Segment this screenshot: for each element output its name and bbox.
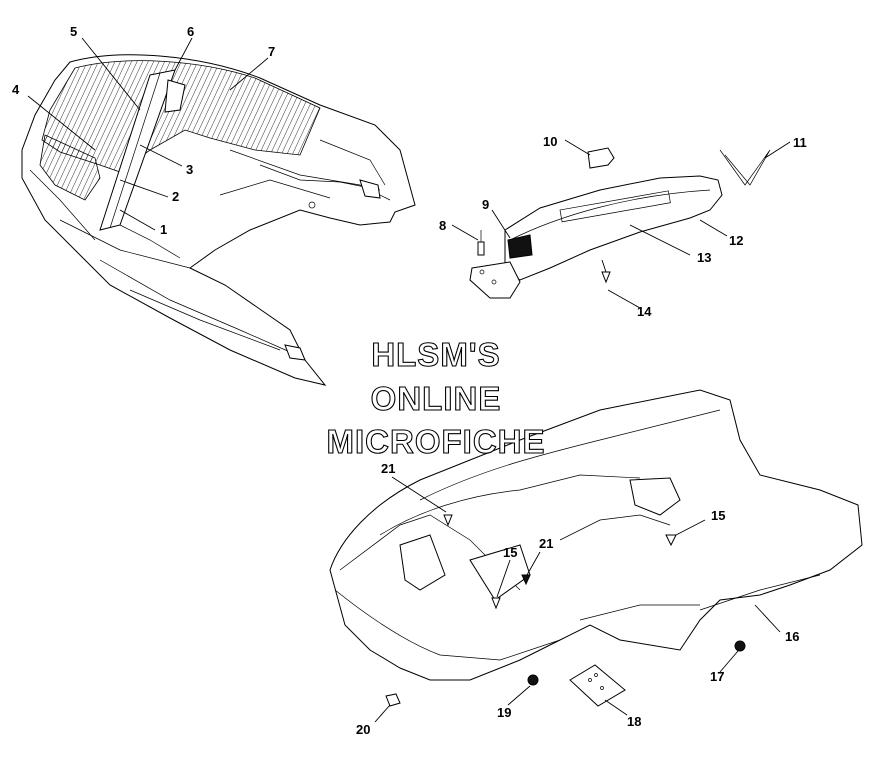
watermark-line-1: HLSM'S (371, 336, 500, 373)
leader-lines (27, 37, 791, 723)
callout-21a: 21 (381, 461, 395, 476)
callout-13: 13 (697, 250, 711, 265)
callout-6: 6 (187, 24, 194, 39)
trim-panel-assembly (469, 147, 771, 299)
callout-17: 17 (710, 669, 724, 684)
watermark-line-3: MICROFICHE (327, 423, 546, 460)
callout-5: 5 (70, 24, 77, 39)
callout-labels: 1 2 3 4 5 6 7 8 9 10 11 12 13 14 15 15 1… (12, 24, 807, 737)
callout-3: 3 (186, 162, 193, 177)
callout-9: 9 (482, 197, 489, 212)
callout-15b: 15 (503, 545, 517, 560)
callout-2: 2 (172, 189, 179, 204)
callout-19: 19 (497, 705, 511, 720)
watermark: HLSM'S ONLINE MICROFICHE (326, 335, 546, 460)
callout-20: 20 (356, 722, 370, 737)
callout-10: 10 (543, 134, 557, 149)
hood-assembly (21, 54, 416, 386)
callout-16: 16 (785, 629, 799, 644)
callout-21b: 21 (539, 536, 553, 551)
callout-7: 7 (268, 44, 275, 59)
callout-14: 14 (637, 304, 652, 319)
callout-15a: 15 (711, 508, 725, 523)
watermark-line-2: ONLINE (371, 380, 502, 417)
callout-18: 18 (627, 714, 641, 729)
callout-8: 8 (439, 218, 446, 233)
callout-11: 11 (793, 135, 807, 150)
callout-4: 4 (12, 82, 20, 97)
belly-pan-assembly (329, 389, 863, 707)
callout-12: 12 (729, 233, 743, 248)
callout-1: 1 (160, 222, 167, 237)
